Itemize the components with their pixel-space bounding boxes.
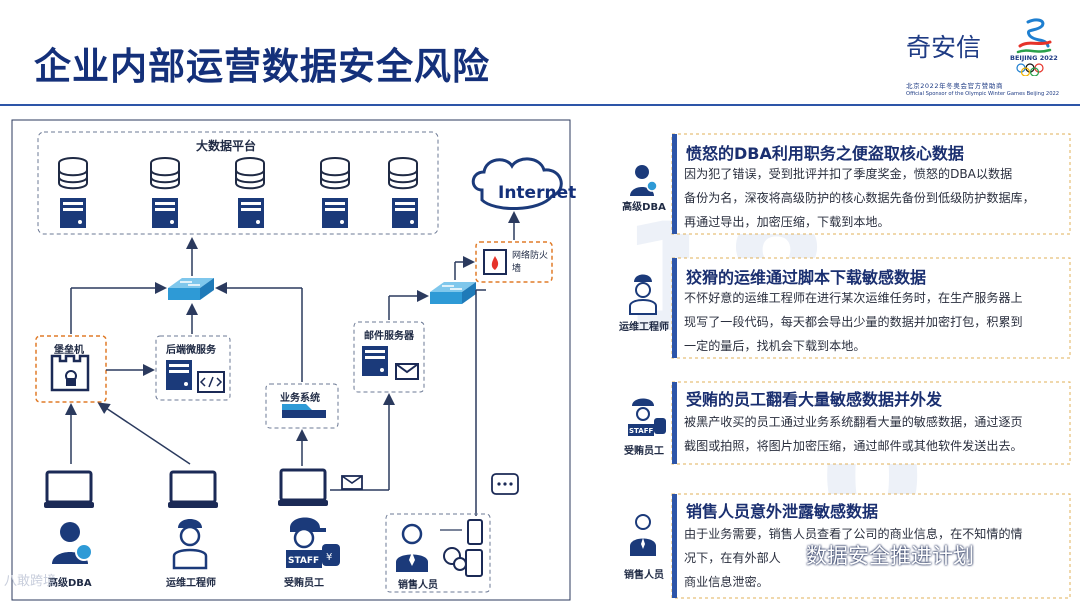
role-label: 高级DBA: [622, 202, 666, 213]
card-body: 被黑产收买的员工通过业务系统翻看大量的敏感数据，通过逐页截图或拍照，将图片加密压…: [684, 415, 1023, 453]
server-icon: [362, 346, 388, 376]
bigdata-platform-box: [37, 131, 439, 235]
watermark-right: 数据安全推进计划: [806, 544, 974, 568]
bribed-staff-icon: STAFF: [628, 398, 666, 436]
code-icon: [197, 371, 225, 393]
mail-icon: [395, 363, 419, 380]
server-icon: [166, 360, 192, 390]
header-divider: [0, 104, 1080, 106]
bribed-staff-icon: STAFF ¥: [286, 517, 340, 568]
risk-card: [671, 493, 1071, 599]
risk-card: [671, 381, 1071, 465]
card-title: 狡猾的运维通过脚本下载敏感数据: [686, 268, 927, 287]
risk-card: [671, 133, 1071, 235]
risk-card: [671, 257, 1071, 359]
watermark-left: 八敢跨境: [4, 574, 57, 589]
business-system-box: [265, 383, 339, 429]
laptop-icon: [42, 470, 96, 510]
card-title: 受贿的员工翻看大量敏感数据并外发: [686, 390, 943, 409]
beijing-2022-emblem-icon: BEIJING 2022: [1010, 18, 1058, 76]
laptop-icon: [166, 470, 220, 510]
svg-text:¥: ¥: [326, 552, 332, 563]
user-label-dba: 高级DBA: [48, 578, 92, 589]
database-icon: [320, 157, 350, 228]
firewall-icon: [483, 249, 507, 275]
dba-user-icon: [52, 522, 93, 564]
bastion-box: [35, 335, 107, 403]
card-body: 由于业务需要，销售人员查看了公司的商业信息，在不知情的情况下，在有外部人商业信息…: [684, 527, 1023, 589]
mail-server-box: [353, 321, 425, 393]
user-label-sales: 销售人员: [398, 580, 438, 591]
role-label: 销售人员: [624, 570, 664, 581]
database-icon: [388, 157, 418, 228]
dba-user-icon: [630, 165, 658, 196]
phone-icon: [467, 519, 483, 545]
network-switch-icon: [429, 281, 477, 305]
diagram-frame: [11, 119, 571, 601]
business-system-label: 业务系统: [280, 393, 320, 404]
sponsor-caption-en: Official Sponsor of the Olympic Winter G…: [906, 91, 1060, 97]
business-app-icon: [282, 404, 326, 418]
sales-box: [385, 513, 491, 593]
backend-label: 后端微服务: [166, 345, 216, 356]
database-icon: [58, 157, 88, 228]
card-body: 不怀好意的运维工程师在进行某次运维任务时，在生产服务器上现写了一段代码，每天都会…: [684, 291, 1023, 353]
sponsor-caption: 北京2022年冬奥会官方赞助商: [906, 82, 1004, 90]
laptop-icon: [276, 468, 330, 508]
bastion-label: 堡垒机: [54, 345, 84, 356]
svg-text:STAFF: STAFF: [629, 427, 653, 435]
sponsor-name: 奇安信: [906, 33, 982, 62]
card-title: 愤怒的DBA利用职务之便盗取核心数据: [686, 144, 964, 163]
network-switch-icon: [167, 277, 215, 301]
internet-label: Internet: [498, 183, 577, 203]
role-label: 运维工程师: [619, 322, 669, 333]
svg-text:STAFF: STAFF: [288, 556, 319, 566]
user-label-ops: 运维工程师: [166, 578, 216, 589]
bastion-castle-icon: [50, 354, 90, 392]
firewall-label: 网络防火墙: [512, 251, 549, 274]
page-title: 企业内部运营数据安全风险: [34, 45, 490, 88]
database-icon: [235, 157, 265, 228]
card-title: 销售人员意外泄露敏感数据: [686, 502, 879, 521]
emblem-text: BEIJING 2022: [1010, 54, 1058, 62]
mail-server-label: 邮件服务器: [364, 331, 414, 342]
phone-icon: [465, 549, 483, 577]
sales-person-icon: [630, 514, 656, 556]
backend-box: [155, 335, 231, 401]
database-icon: [150, 157, 180, 228]
internet-cloud-icon: [471, 157, 563, 210]
chat-bubble-icon: [491, 473, 519, 495]
mail-icon: [341, 475, 363, 490]
ops-engineer-icon: [172, 519, 208, 570]
card-body: 因为犯了错误，受到批评并扣了季度奖金，愤怒的DBA以数据备份为名，深夜将高级防护…: [684, 167, 1035, 229]
bigdata-platform-label: 大数据平台: [196, 139, 257, 153]
user-label-staff: 受贿员工: [284, 578, 324, 589]
sales-person-icon: [396, 523, 428, 572]
role-label: 受贿员工: [624, 446, 664, 457]
wechat-icon: [443, 547, 467, 571]
ops-engineer-icon: [629, 274, 657, 315]
